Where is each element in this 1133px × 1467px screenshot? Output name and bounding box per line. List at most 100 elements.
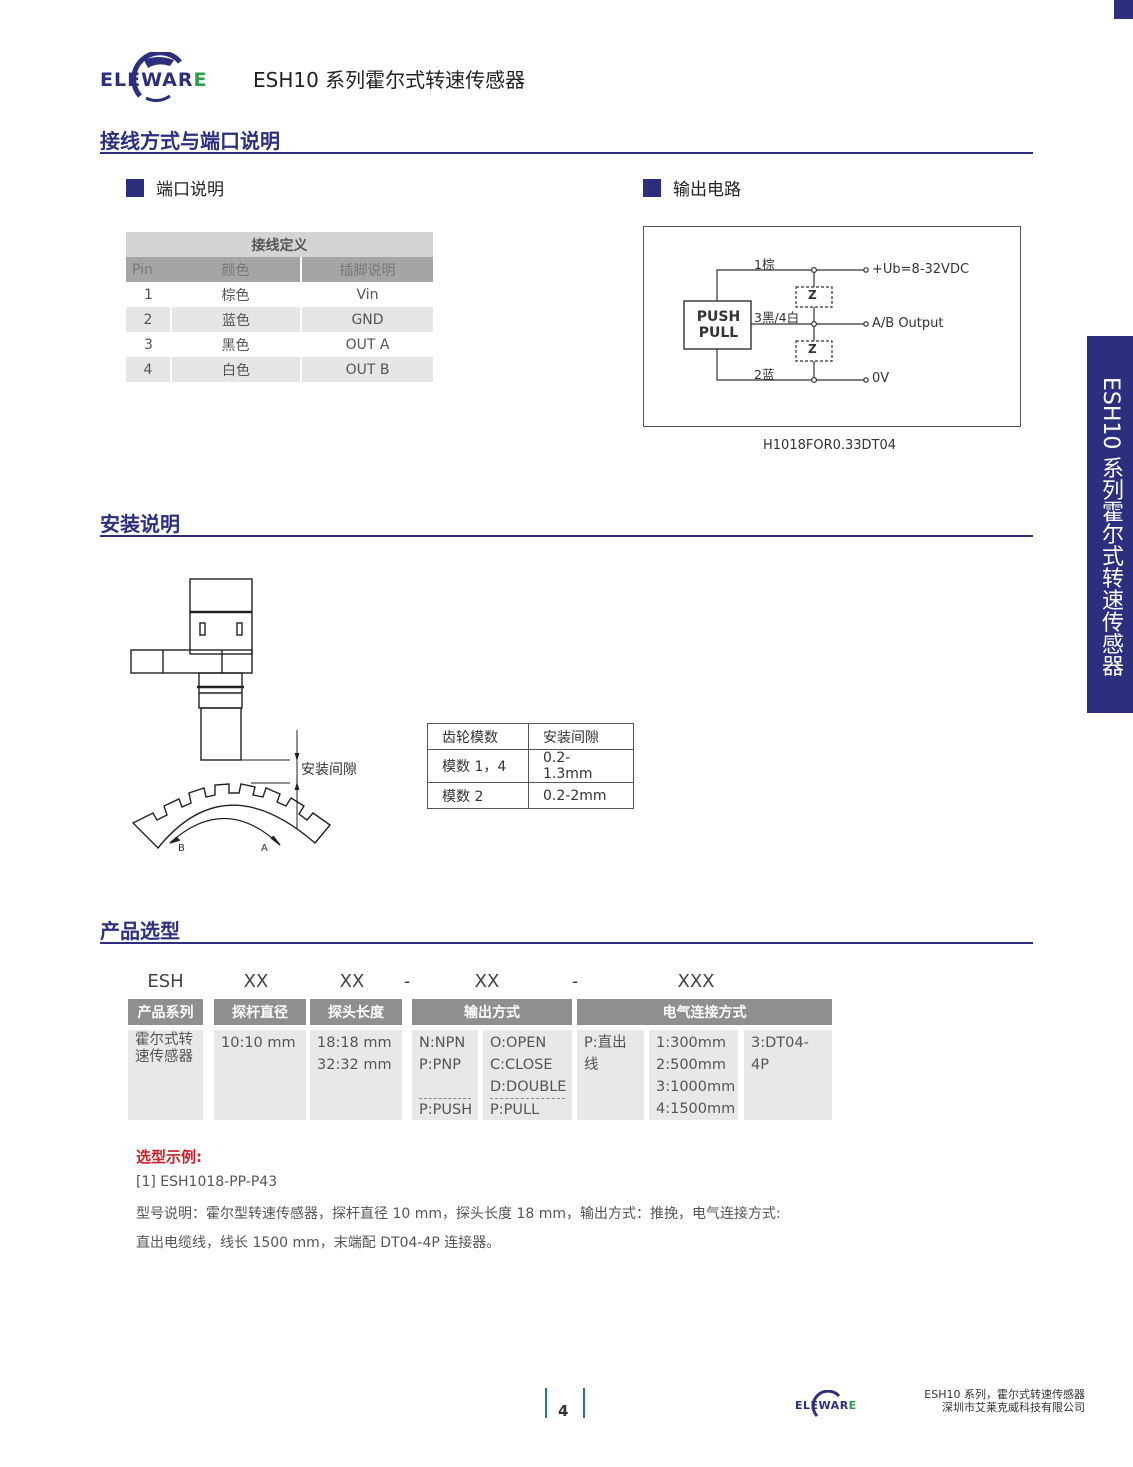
footer-series-text: ESH10 系列，霍尔式转速传感器 xyxy=(924,1388,1085,1401)
cell-output-type: N:NPN P:PNP P:PUSH xyxy=(412,1030,478,1120)
cell-diameter: 10:10 mm xyxy=(214,1030,306,1120)
cell-module: 模数 1，4 xyxy=(427,749,529,783)
section-divider xyxy=(100,942,1033,944)
terminal-supply: +Ub=8-32VDC xyxy=(872,262,970,277)
header-length: 探头长度 xyxy=(310,999,402,1025)
cell-description: OUT A xyxy=(300,332,433,357)
code-separator: - xyxy=(571,971,579,992)
cell-text: C:CLOSE xyxy=(490,1057,553,1073)
block-label-push: PUSH xyxy=(696,309,741,325)
direction-b-label: B xyxy=(178,843,185,854)
cell-pin: 2 xyxy=(126,307,171,332)
cell-text: 3:DT04-4P xyxy=(751,1035,809,1073)
cell-pin: 4 xyxy=(126,357,171,382)
terminal-ground: 0V xyxy=(872,371,890,386)
header-diameter: 探杆直径 xyxy=(214,999,306,1025)
header-connection: 电气连接方式 xyxy=(577,999,832,1025)
cell-text: 4:1500mm xyxy=(656,1101,736,1117)
gear-gap-table: 齿轮模数 安装间隙 模数 1，4 0.2-1.3mm 模数 2 0.2-2mm xyxy=(427,723,634,809)
table-row: 1 棕色 Vin xyxy=(126,282,433,307)
cell-text: 霍尔式转 xyxy=(135,1032,193,1048)
header-series: 产品系列 xyxy=(128,999,203,1025)
gap-label: 安装间隙 xyxy=(301,762,357,778)
corner-tab xyxy=(1114,0,1133,19)
footer-company: ESH10 系列，霍尔式转速传感器 深圳市艾莱克威科技有限公司 xyxy=(924,1388,1085,1414)
section-title-wiring: 接线方式与端口说明 xyxy=(100,129,280,153)
cell-connection: P:直出线 xyxy=(577,1030,644,1120)
installation-drawing: 安装间隙 B A xyxy=(125,575,370,860)
cell-description: Vin xyxy=(300,282,433,307)
cell-pin: 3 xyxy=(144,336,153,353)
footer-company-name: 深圳市艾莱克威科技有限公司 xyxy=(942,1401,1085,1414)
cell-text: 10:10 mm xyxy=(221,1035,296,1051)
example-description-line1: 型号说明：霍尔型转速传感器，探杆直径 10 mm，探头长度 18 mm，输出方式… xyxy=(136,1206,781,1222)
section-title-install: 安装说明 xyxy=(100,512,180,536)
side-tab: ESH10 系列霍尔式转速传感器 xyxy=(1087,336,1133,713)
code-separator: - xyxy=(403,971,411,992)
header-gear-module: 齿轮模数 xyxy=(427,723,529,750)
block-label-pull: PULL xyxy=(698,325,739,341)
side-tab-label: ESH10 系列霍尔式转速传感器 xyxy=(1098,376,1123,677)
footer-divider xyxy=(545,1388,547,1418)
cell-length: 18:18 mm 32:32 mm xyxy=(310,1030,402,1120)
cell-color: 白色 xyxy=(170,357,301,382)
cell-connector: 3:DT04-4P xyxy=(744,1030,832,1120)
eleware-logo: ELEWARE xyxy=(100,52,236,104)
cell-description: OUT B xyxy=(300,357,433,382)
wire-label-blue: 2蓝 xyxy=(754,367,775,382)
section-divider xyxy=(100,152,1033,154)
cell-pin: 1 xyxy=(144,286,153,303)
table-row: 模数 1，4 0.2-1.3mm xyxy=(427,749,634,783)
wire-label-black-white: 3黑/4白 xyxy=(754,310,800,325)
subheading-port: 端口说明 xyxy=(126,175,224,200)
cell-text: P:PNP xyxy=(419,1057,461,1073)
bullet-square-icon xyxy=(643,178,661,197)
header-pin: Pin xyxy=(126,257,171,282)
table-row: 4 白色 OUT B xyxy=(126,357,433,382)
impedance-label: Z xyxy=(808,288,817,302)
bullet-square-icon xyxy=(126,178,144,197)
table-row: 3 黑色 OUT A xyxy=(126,332,433,357)
section-divider xyxy=(100,535,1033,537)
cell-output-mode: O:OPEN C:CLOSE D:DOUBLE P:PULL xyxy=(483,1030,572,1120)
cell-text: 速传感器 xyxy=(135,1049,193,1065)
page-header-title: ESH10 系列霍尔式转速传感器 xyxy=(253,68,526,92)
table-caption: 接线定义 xyxy=(126,232,433,257)
example-title: 选型示例: xyxy=(136,1148,202,1166)
header-output: 输出方式 xyxy=(412,999,572,1025)
footer-logo: ELEWARE xyxy=(795,1390,867,1420)
cell-color: 黑色 xyxy=(221,337,250,354)
code-part-output: XX xyxy=(474,971,500,992)
example-model: [1] ESH1018-PP-P43 xyxy=(136,1174,278,1190)
globe-icon xyxy=(131,52,182,103)
cell-text: 18:18 mm xyxy=(317,1035,392,1051)
output-circuit-diagram: PUSH PULL 1棕 3黑/4白 2蓝 Z Z +Ub=8-32VDC A/… xyxy=(643,226,1021,427)
push-pull-block: PUSH PULL xyxy=(696,309,741,341)
cell-text: 2:500mm xyxy=(656,1057,727,1073)
code-part-connection: XXX xyxy=(677,971,715,992)
cell-cable-length: 1:300mm 2:500mm 3:1000mm 4:1500mm xyxy=(649,1030,738,1120)
header-gap: 安装间隙 xyxy=(528,723,634,750)
cell-gap: 0.2-2mm xyxy=(528,782,634,809)
table-header-row: Pin 颜色 插脚说明 xyxy=(126,257,433,282)
header-color: 颜色 xyxy=(171,257,301,282)
example-description-line2: 直出电缆线，线长 1500 mm，末端配 DT04-4P 连接器。 xyxy=(136,1235,501,1251)
globe-icon xyxy=(811,1390,841,1418)
logo-wordmark: ELEWARE xyxy=(795,1399,857,1412)
table-header-row: 齿轮模数 安装间隙 xyxy=(427,723,634,750)
sensor-gear-drawing-icon xyxy=(130,578,332,850)
footer-divider xyxy=(583,1388,585,1418)
cell-text: O:OPEN xyxy=(490,1035,547,1051)
code-part-series: ESH xyxy=(147,971,184,992)
terminal-output: A/B Output xyxy=(872,316,944,331)
wire-label-brown: 1棕 xyxy=(754,257,775,272)
code-part-length: XX xyxy=(339,971,365,992)
subheading-circuit-label: 输出电路 xyxy=(673,180,741,200)
cell-text: P:直出线 xyxy=(584,1035,627,1073)
cell-text: P:PUSH xyxy=(419,1098,472,1121)
header-description: 插脚说明 xyxy=(300,257,433,282)
cell-text: N:NPN xyxy=(419,1035,466,1051)
pin-definition-table: 接线定义 Pin 颜色 插脚说明 1 棕色 Vin 2 蓝色 GND 3 黑色 … xyxy=(126,232,433,382)
cell-text: P:PULL xyxy=(490,1098,565,1121)
circuit-schematic-icon xyxy=(683,266,869,384)
